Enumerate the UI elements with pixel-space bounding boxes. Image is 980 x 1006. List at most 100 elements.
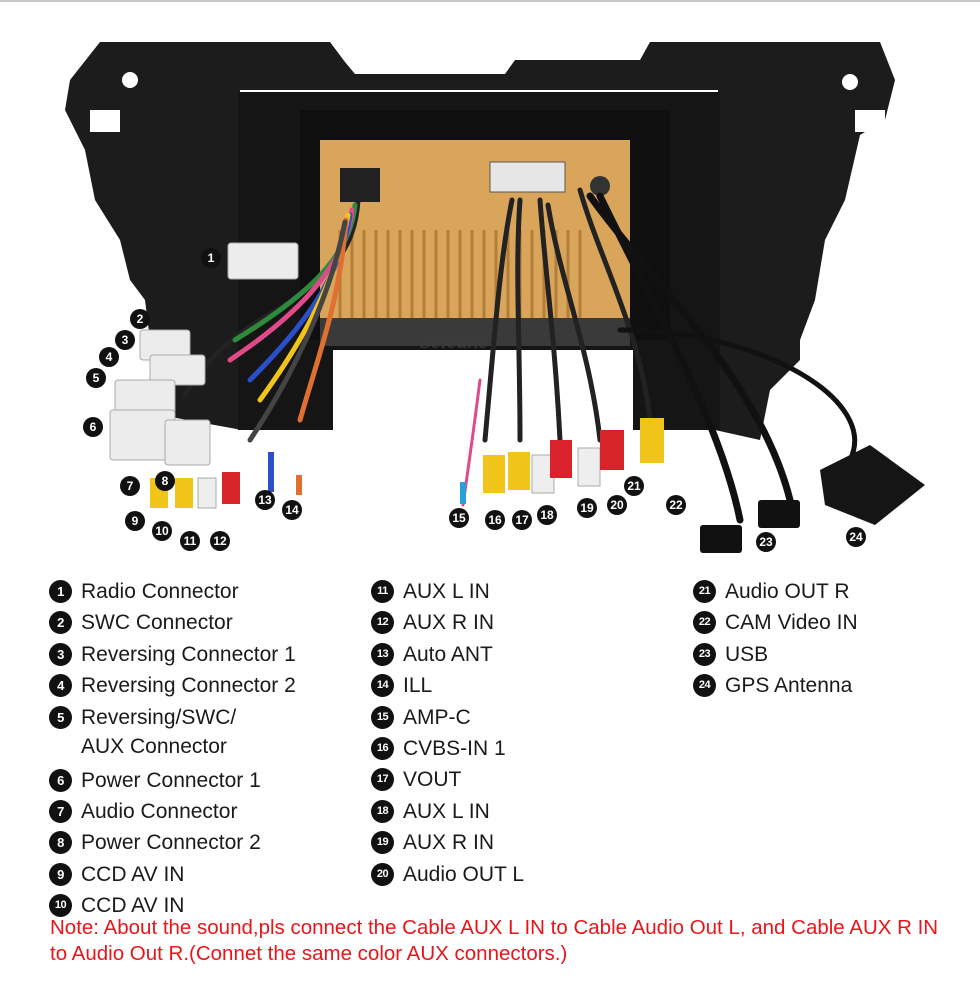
product-photo: Seicane bbox=[65, 42, 925, 553]
svg-text:21: 21 bbox=[627, 479, 641, 493]
svg-text:5: 5 bbox=[93, 371, 100, 385]
number-badge: 4 bbox=[49, 674, 72, 698]
svg-text:8: 8 bbox=[162, 474, 169, 488]
legend-item: 7 Audio Connector bbox=[49, 797, 296, 828]
number-badge: 10 bbox=[49, 894, 72, 918]
svg-text:7: 7 bbox=[127, 479, 134, 493]
number-badge: 19 bbox=[371, 831, 394, 855]
legend-item: 11 AUX L IN bbox=[371, 577, 524, 608]
legend-label: ILL bbox=[403, 674, 433, 698]
legend-label: CCD AV IN bbox=[81, 894, 185, 918]
svg-text:9: 9 bbox=[132, 514, 139, 528]
legend-label: AUX R IN bbox=[403, 831, 495, 855]
installation-note: Note: About the sound,pls connect the Ca… bbox=[50, 916, 939, 965]
legend-label: Reversing Connector 2 bbox=[81, 674, 296, 698]
legend-item: 16 CVBS-IN 1 bbox=[371, 734, 524, 765]
svg-text:12: 12 bbox=[213, 534, 227, 548]
svg-text:24: 24 bbox=[849, 530, 863, 544]
legend-item: 13 Auto ANT bbox=[371, 640, 524, 671]
legend-item: 5 Reversing/SWC/ AUX Connector bbox=[49, 703, 296, 766]
number-badge: 8 bbox=[49, 831, 72, 855]
number-badge: 24 bbox=[693, 674, 716, 698]
number-badge: 1 bbox=[49, 580, 72, 603]
svg-text:1: 1 bbox=[208, 251, 215, 265]
svg-text:23: 23 bbox=[759, 535, 773, 549]
svg-text:20: 20 bbox=[610, 498, 624, 512]
number-badge: 5 bbox=[49, 705, 72, 729]
legend-label: SWC Connector bbox=[81, 611, 233, 635]
svg-text:17: 17 bbox=[515, 513, 529, 527]
svg-text:2: 2 bbox=[137, 312, 144, 326]
legend-label: Radio Connector bbox=[81, 580, 239, 603]
legend-item: 14 ILL bbox=[371, 671, 524, 702]
number-badge: 16 bbox=[371, 736, 394, 760]
legend-label: AMP-C bbox=[403, 705, 471, 729]
top-divider bbox=[0, 0, 980, 2]
number-badge: 2 bbox=[49, 611, 72, 635]
number-badge: 14 bbox=[371, 674, 394, 698]
svg-text:22: 22 bbox=[669, 498, 683, 512]
legend-item: 10 CCD AV IN bbox=[49, 891, 296, 922]
number-badge: 7 bbox=[49, 799, 72, 823]
white-connectors bbox=[109, 242, 299, 466]
svg-text:10: 10 bbox=[155, 524, 169, 538]
svg-text:6: 6 bbox=[90, 420, 97, 434]
legend-label: AUX R IN bbox=[403, 611, 495, 635]
legend-label: CCD AV IN bbox=[81, 862, 185, 886]
svg-text:14: 14 bbox=[285, 503, 299, 517]
svg-text:3: 3 bbox=[122, 333, 129, 347]
legend-label: Reversing Connector 1 bbox=[81, 642, 296, 666]
rca-plugs bbox=[150, 418, 664, 509]
number-badge: 13 bbox=[371, 642, 394, 666]
number-badge: 3 bbox=[49, 642, 72, 666]
number-badge: 20 bbox=[371, 862, 394, 886]
legend-label: GPS Antenna bbox=[725, 674, 853, 698]
number-badge: 11 bbox=[371, 580, 394, 603]
svg-text:11: 11 bbox=[184, 534, 197, 548]
legend-item: 4 Reversing Connector 2 bbox=[49, 671, 296, 702]
svg-text:16: 16 bbox=[488, 513, 502, 527]
legend-label: AUX L IN bbox=[403, 580, 490, 603]
legend-label: Auto ANT bbox=[403, 642, 493, 666]
legend-label: USB bbox=[725, 642, 769, 666]
number-badge: 9 bbox=[49, 862, 72, 886]
svg-text:4: 4 bbox=[106, 350, 113, 364]
wiring-harness bbox=[182, 187, 858, 524]
legend-item: 19 AUX R IN bbox=[371, 828, 524, 859]
legend-item: 9 CCD AV IN bbox=[49, 860, 296, 891]
svg-text:15: 15 bbox=[452, 511, 466, 525]
legend-label: Audio OUT R bbox=[725, 580, 850, 603]
legend-item: 1 Radio Connector bbox=[49, 577, 296, 608]
number-badge: 22 bbox=[693, 611, 716, 635]
legend-label: Reversing/SWC/ AUX Connector bbox=[81, 705, 237, 758]
legend-item: 22 CAM Video IN bbox=[693, 608, 858, 639]
legend-item: 23 USB bbox=[693, 640, 858, 671]
legend-item: 15 AMP-C bbox=[371, 703, 524, 734]
legend-item: 24 GPS Antenna bbox=[693, 671, 858, 702]
legend-label: CAM Video IN bbox=[725, 611, 858, 635]
legend-item: 6 Power Connector 1 bbox=[49, 766, 296, 797]
usb-and-gps bbox=[700, 445, 925, 553]
number-badge: 6 bbox=[49, 768, 72, 792]
watermark-text: Seicane bbox=[420, 328, 489, 353]
number-badge: 23 bbox=[693, 642, 716, 666]
legend-label: Power Connector 2 bbox=[81, 831, 261, 855]
callout-markers: 1 2 3 4 5 6 7 8 9 10 11 12 13 14 15 16 1… bbox=[83, 248, 866, 552]
legend-item: 3 Reversing Connector 1 bbox=[49, 640, 296, 671]
svg-text:13: 13 bbox=[258, 493, 272, 507]
legend-label: AUX L IN bbox=[403, 799, 490, 823]
head-unit-chassis: Seicane bbox=[320, 140, 630, 353]
legend-label: CVBS-IN 1 bbox=[403, 736, 506, 760]
legend-label: Audio Connector bbox=[81, 799, 238, 823]
number-badge: 17 bbox=[371, 768, 394, 792]
legend-label: VOUT bbox=[403, 768, 462, 792]
svg-text:19: 19 bbox=[580, 501, 594, 515]
number-badge: 15 bbox=[371, 705, 394, 729]
legend-label: Power Connector 1 bbox=[81, 768, 261, 792]
